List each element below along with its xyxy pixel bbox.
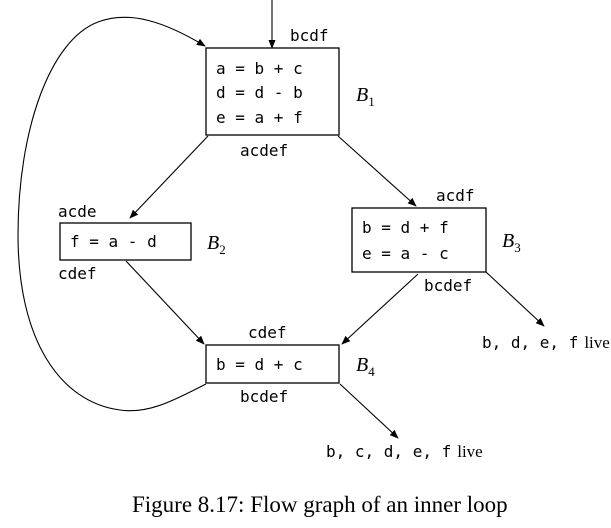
- block-b3-code-line: b = d + f: [362, 218, 449, 237]
- block-b3-in-set: acdf: [436, 186, 475, 205]
- edge-b2-b4: [125, 260, 205, 345]
- edge-b4-exit: [339, 383, 399, 439]
- block-b3-box: [351, 207, 487, 273]
- block-b2-in-set: acde: [58, 202, 97, 221]
- block-b2-label: B2: [207, 232, 226, 257]
- block-b4-in-set: cdef: [248, 323, 287, 342]
- block-b1-in-set: bcdf: [290, 26, 329, 45]
- edge-b1-b3: [337, 135, 417, 207]
- block-b3-code-line: e = a - c: [362, 244, 449, 263]
- edge-b3-b4: [341, 273, 419, 345]
- block-b4-code-line: b = d + c: [216, 355, 303, 374]
- block-b1-out-set: acdef: [240, 141, 288, 160]
- block-b3: b = d + f e = a - c acdf bcdef B3: [351, 186, 521, 295]
- block-b3-out-set: bcdef: [424, 276, 472, 295]
- edge-b3-exit: [485, 271, 545, 327]
- block-b1: a = b + c d = d - b e = a + f bcdf acdef…: [205, 26, 375, 160]
- block-b4-box: [205, 344, 340, 384]
- block-b2-out-set: cdef: [58, 264, 97, 283]
- block-b2-box: [59, 222, 192, 261]
- block-b1-box: [205, 47, 340, 136]
- block-b1-code-line: d = d - b: [216, 83, 303, 102]
- block-b4: b = d + c cdef bcdef B4: [205, 323, 375, 406]
- block-b1-code-line: a = b + c: [216, 59, 303, 78]
- edge-b1-b2: [129, 135, 209, 219]
- figure-caption: Figure 8.17: Flow graph of an inner loop: [132, 492, 508, 517]
- back-edge-b4-b1: [17, 16, 207, 412]
- block-b3-label: B3: [502, 230, 521, 255]
- block-b2-code-line: f = a - d: [70, 232, 157, 251]
- block-b2: f = a - d acde cdef B2: [58, 202, 226, 283]
- block-b1-code-line: e = a + f: [216, 108, 303, 127]
- block-b4-label: B4: [356, 354, 375, 379]
- block-b1-label: B1: [356, 84, 375, 109]
- block-b4-out-set: bcdef: [240, 387, 288, 406]
